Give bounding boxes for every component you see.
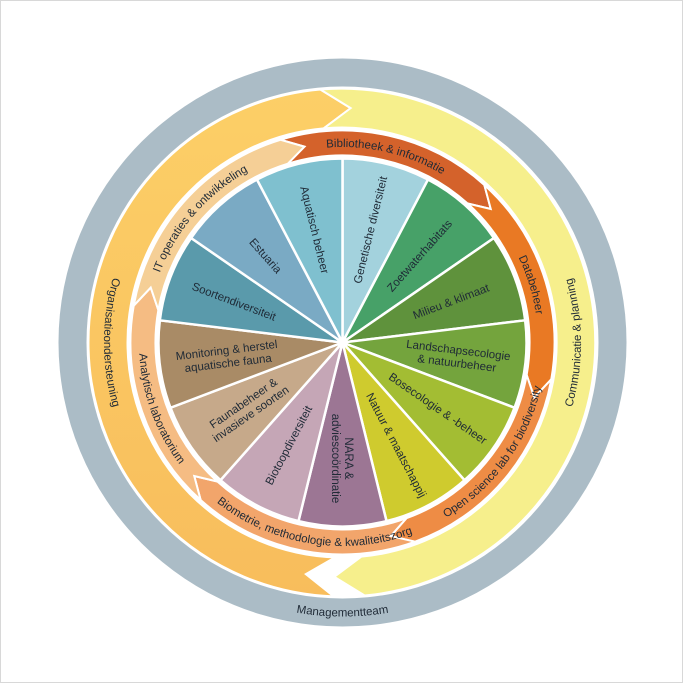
pie-segment-label-line: NARA & [342, 437, 354, 480]
support-ring [87, 87, 597, 598]
pie-segment-label: NARA &adviescoördinatie [329, 414, 354, 504]
research-groups-pie [157, 157, 528, 528]
service-arrow-5 [132, 138, 307, 311]
pie-segment-label-line: adviescoördinatie [329, 414, 341, 504]
support-arrow-communicatie [317, 87, 597, 597]
management-label: Managementteam [296, 604, 389, 620]
management-label-text: Managementteam [296, 604, 389, 620]
pie-segment [255, 157, 344, 344]
service-ring [129, 129, 556, 556]
